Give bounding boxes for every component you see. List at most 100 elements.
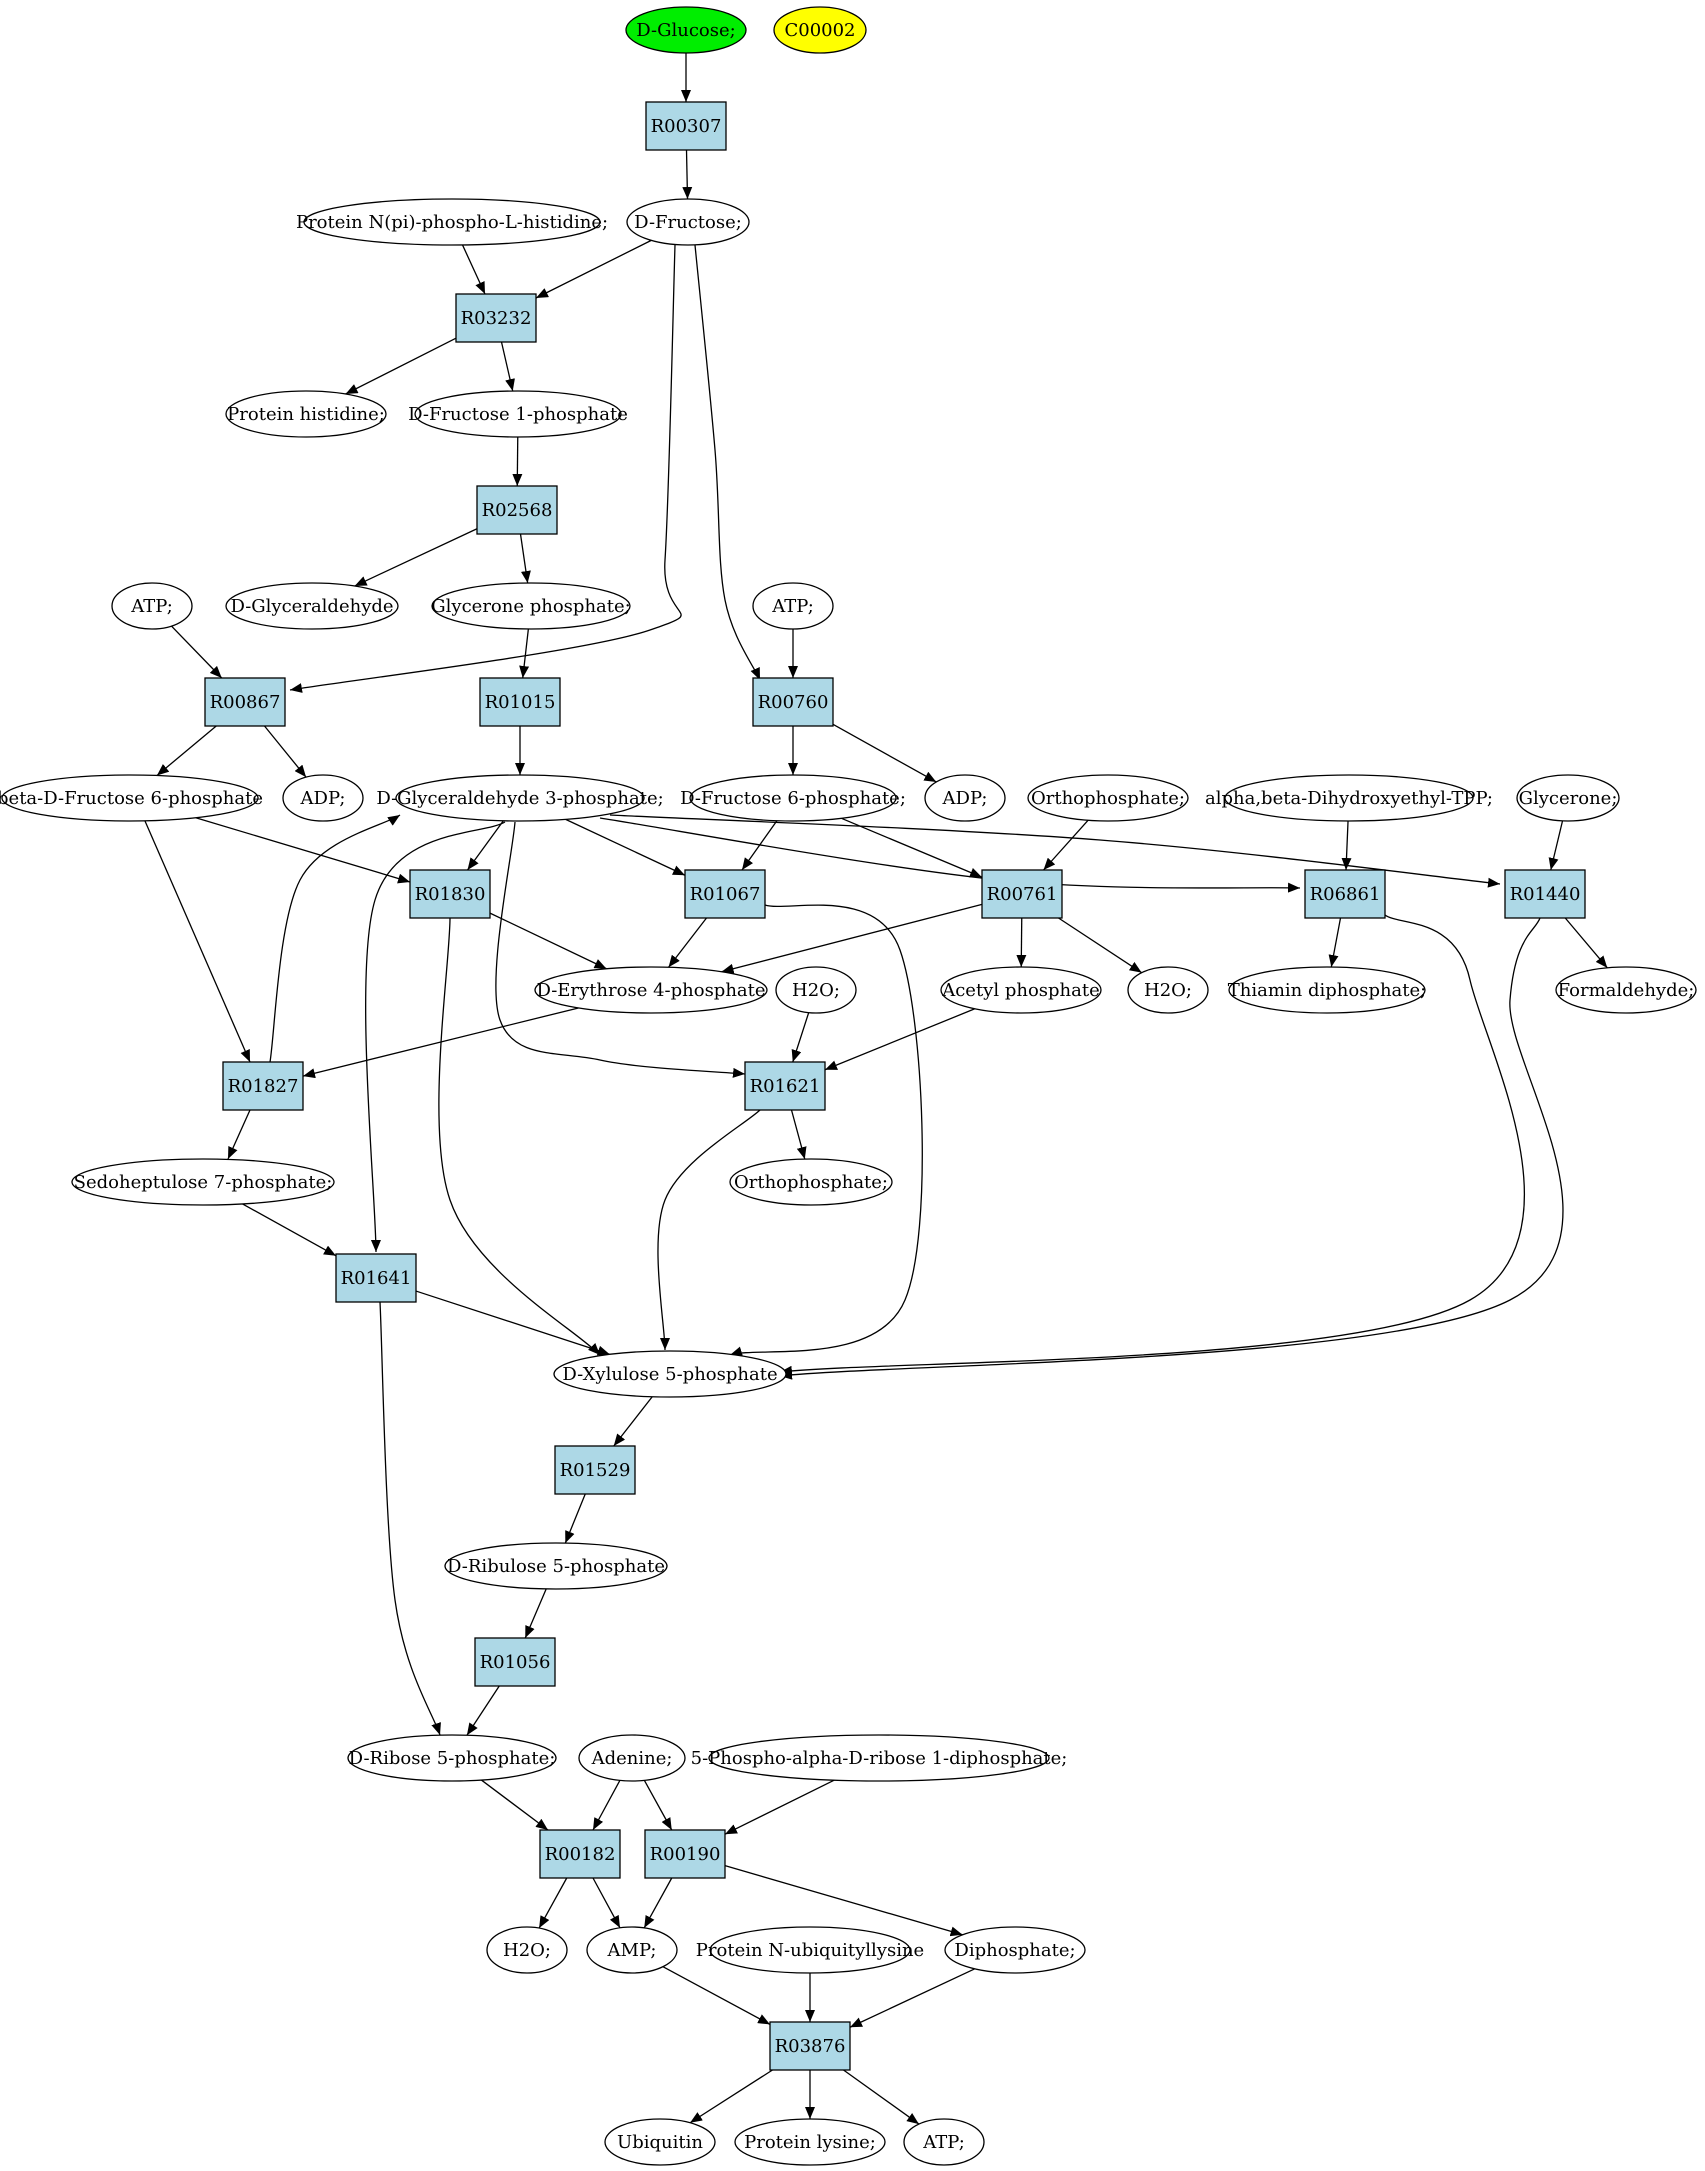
compound-atp3[interactable]: ATP;: [903, 2118, 985, 2166]
compound-adp1[interactable]: ADP;: [282, 774, 364, 822]
compound-h2o2[interactable]: H2O;: [1127, 966, 1209, 1014]
edge-R01621-to-x5p: [657, 1109, 761, 1351]
compound-orthophosphate1[interactable]: Orthophosphate;: [1027, 774, 1189, 822]
compound-dglyceraldehyde[interactable]: D-Glyceraldehyde: [225, 582, 399, 630]
reaction-label: R01067: [690, 884, 761, 905]
compound-s7p[interactable]: Sedoheptulose 7-phosphate;: [71, 1158, 335, 1206]
compound-ellipse: [626, 198, 750, 246]
compound-atp2[interactable]: ATP;: [752, 582, 834, 630]
reaction-R01067[interactable]: R01067: [684, 869, 766, 919]
compound-amp[interactable]: AMP;: [586, 1926, 678, 1974]
compound-adenine[interactable]: Adenine;: [578, 1734, 686, 1782]
edge-R01641-to-r5p: [379, 1301, 441, 1736]
compound-h2o1[interactable]: H2O;: [775, 966, 857, 1014]
compound-ellipse: [225, 582, 399, 630]
compound-f6p[interactable]: D-Fructose 6-phosphate;: [680, 774, 906, 822]
compound-ellipse: [111, 582, 193, 630]
compound-glycerone_p[interactable]: Glycerone phosphate;: [431, 582, 631, 630]
edge-R00867-to-bf6p: [156, 725, 217, 777]
edge-layer: [144, 53, 1608, 2125]
compound-diphosphate[interactable]: Diphosphate;: [944, 1926, 1086, 1974]
compound-g3p[interactable]: D-Glyceraldehyde 3-phosphate;: [376, 774, 664, 822]
compound-bf6p[interactable]: beta-D-Fructose 6-phosphate: [0, 774, 263, 822]
edge-R01827-to-s7p: [227, 1109, 251, 1160]
reaction-R00307[interactable]: R00307: [645, 101, 727, 151]
compound-prpp[interactable]: 5-Phospho-alpha-D-ribose 1-diphosphate;: [691, 1734, 1068, 1782]
edge-R01067-to-e4p: [668, 917, 708, 968]
edge-R03232-to-protein_his: [345, 337, 457, 395]
compound-c00002[interactable]: C00002: [773, 6, 867, 54]
compound-formaldehyde[interactable]: Formaldehyde;: [1555, 966, 1697, 1014]
edge-R01440-to-x5p: [779, 917, 1564, 1380]
compound-r5p[interactable]: D-Ribose 5-phosphate;: [347, 1734, 557, 1782]
edge-s7p-to-R01641: [242, 1203, 337, 1257]
reaction-R03232[interactable]: R03232: [455, 293, 537, 343]
edge-glycerone_p-to-R01015: [519, 628, 530, 679]
compound-glucose[interactable]: D-Glucose;: [625, 6, 747, 54]
reaction-R00867[interactable]: R00867: [204, 677, 286, 727]
reaction-R06861[interactable]: R06861: [1304, 869, 1386, 919]
reaction-R00182[interactable]: R00182: [539, 1829, 621, 1879]
compound-label: C00002: [784, 20, 855, 41]
edge-orthophosphate1-to-R00761: [1043, 819, 1089, 871]
reaction-R01827[interactable]: R01827: [222, 1061, 304, 1111]
reaction-R01529[interactable]: R01529: [554, 1445, 636, 1495]
compound-ubiquitin[interactable]: Ubiquitin: [604, 2118, 716, 2166]
compound-orthophosphate2[interactable]: Orthophosphate;: [729, 1158, 893, 1206]
reaction-R01015[interactable]: R01015: [479, 677, 561, 727]
reaction-R01621[interactable]: R01621: [744, 1061, 826, 1111]
reaction-R02568[interactable]: R02568: [476, 485, 558, 535]
compound-ellipse: [431, 582, 631, 630]
reaction-box: [222, 1061, 304, 1111]
compound-protein_lys[interactable]: Protein lysine;: [734, 2118, 886, 2166]
compound-x5p[interactable]: D-Xylulose 5-phosphate: [553, 1350, 787, 1398]
reaction-R03876[interactable]: R03876: [769, 2021, 851, 2071]
reaction-R01830[interactable]: R01830: [409, 869, 491, 919]
compound-adp2[interactable]: ADP;: [924, 774, 1006, 822]
edge-R06861-to-thiamin: [1328, 917, 1342, 968]
reaction-box: [1504, 869, 1586, 919]
compound-h2o3[interactable]: H2O;: [486, 1926, 568, 1974]
reaction-R01056[interactable]: R01056: [474, 1637, 556, 1687]
reaction-box: [644, 1829, 726, 1879]
edge-adenine-to-R00190: [643, 1780, 673, 1831]
reaction-R00760[interactable]: R00760: [752, 677, 834, 727]
reaction-box: [455, 293, 537, 343]
compound-label: ADP;: [300, 788, 346, 809]
compound-ellipse: [1555, 966, 1697, 1014]
edge-glycerone-to-R01440: [1548, 820, 1564, 871]
compound-label: D-Xylulose 5-phosphate: [562, 1364, 777, 1385]
reaction-label: R02568: [482, 500, 553, 521]
compound-acetylp[interactable]: Acetyl phosphate: [940, 966, 1102, 1014]
compound-ellipse: [1516, 774, 1620, 822]
compound-ubq_lys[interactable]: Protein N-ubiquityllysine: [696, 1926, 924, 1974]
compound-fructose[interactable]: D-Fructose;: [626, 198, 750, 246]
compound-ellipse: [303, 198, 601, 246]
compound-atp1[interactable]: ATP;: [111, 582, 193, 630]
edge-prpp-to-R00190: [724, 1779, 835, 1835]
compound-protein_his[interactable]: Protein histidine;: [225, 390, 387, 438]
compound-ellipse: [553, 1350, 787, 1398]
reaction-R00761[interactable]: R00761: [981, 869, 1063, 919]
edge-R01641-to-x5p: [415, 1290, 610, 1356]
reaction-R00190[interactable]: R00190: [644, 1829, 726, 1879]
reaction-R01641[interactable]: R01641: [335, 1253, 417, 1303]
compound-ab_tpp[interactable]: alpha,beta-Dihydroxyethyl-TPP;: [1205, 774, 1493, 822]
compound-protein_np[interactable]: Protein N(pi)-phospho-L-histidine;: [296, 198, 608, 246]
reaction-label: R01830: [415, 884, 486, 905]
compound-f1p[interactable]: D-Fructose 1-phosphate: [408, 390, 628, 438]
reaction-label: R01056: [480, 1652, 551, 1673]
reaction-label: R00307: [651, 116, 722, 137]
compound-ru5p[interactable]: D-Ribulose 5-phosphate: [444, 1542, 668, 1590]
compound-ellipse: [444, 1542, 668, 1590]
compound-glycerone[interactable]: Glycerone;: [1516, 774, 1620, 822]
compound-label: ATP;: [771, 596, 814, 617]
edge-acetylp-to-R01621: [824, 1008, 976, 1071]
edge-R01827-to-g3p: [269, 814, 401, 1063]
compound-thiamin[interactable]: Thiamin diphosphate;: [1228, 966, 1427, 1014]
compound-e4p[interactable]: D-Erythrose 4-phosphate: [534, 966, 768, 1014]
compound-label: Orthophosphate;: [1031, 788, 1185, 809]
compound-ellipse: [586, 1926, 678, 1974]
compound-label: Protein N-ubiquityllysine: [696, 1940, 924, 1961]
reaction-R01440[interactable]: R01440: [1504, 869, 1586, 919]
